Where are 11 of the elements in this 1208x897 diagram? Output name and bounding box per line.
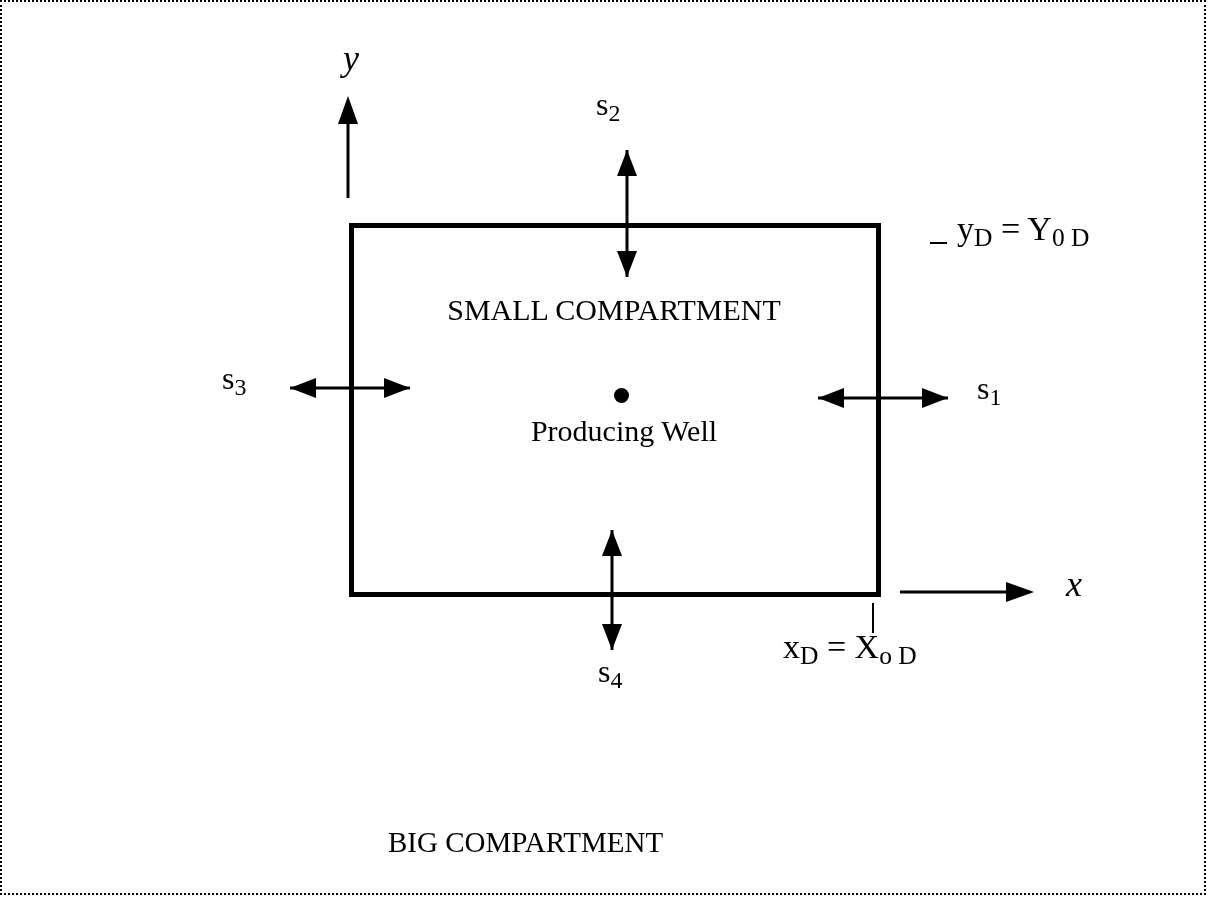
axis-label: x$_{D}$ = X$_{o D}$ bbox=[783, 630, 917, 664]
axis-label: s$_{2}$ bbox=[596, 88, 621, 120]
axis-label: y$_{D}$ = Y$_{0 D}$ bbox=[957, 212, 1090, 246]
well-label: Producing Well bbox=[529, 413, 719, 449]
axis-label: s$_{1}$ bbox=[977, 372, 1002, 404]
axis-label: s$_{4}$ bbox=[598, 655, 623, 687]
inner-compartment-rectangle bbox=[349, 223, 881, 597]
compartment-label: SMALL COMPARTMENT bbox=[446, 292, 782, 328]
compartment-label: BIG COMPARTMENT bbox=[388, 828, 664, 857]
axis-label: s$_{3}$ bbox=[222, 362, 247, 394]
axis-label: x bbox=[1066, 566, 1082, 602]
